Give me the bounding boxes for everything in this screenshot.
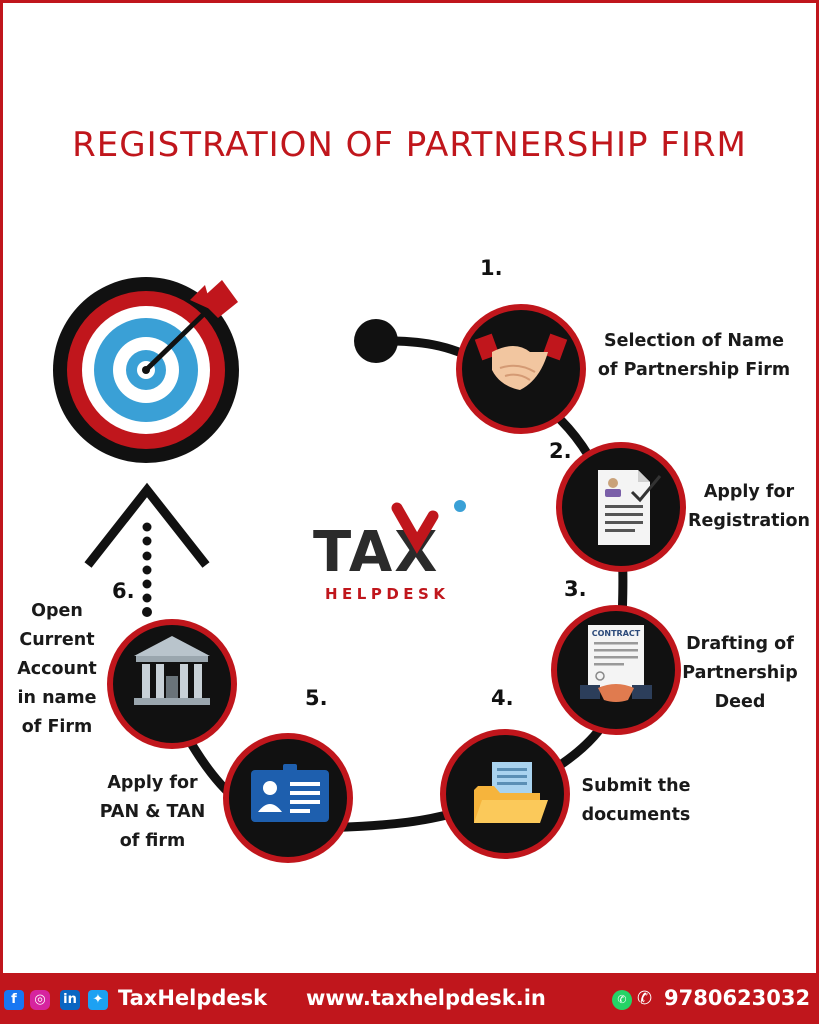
logo-accent-icon — [391, 500, 466, 554]
step-2-circle — [556, 442, 686, 572]
footer-website[interactable]: www.taxhelpdesk.in — [306, 986, 546, 1010]
step-2-number: 2. — [549, 439, 572, 463]
logo-sub-text: HELPDESK — [325, 585, 450, 603]
step-3-circle: CONTRACT — [551, 605, 681, 735]
phone-icon: ✆ — [637, 988, 653, 1009]
step-1-circle — [456, 304, 586, 434]
step-6-number: 6. — [112, 579, 135, 603]
instagram-icon[interactable]: ◎ — [30, 990, 50, 1010]
step-5-number: 5. — [305, 686, 328, 710]
page-title: REGISTRATION OF PARTNERSHIP FIRM — [72, 125, 747, 165]
upward-arrow — [84, 482, 210, 617]
step-3-number: 3. — [564, 577, 587, 601]
handshake-icon — [474, 333, 568, 390]
facebook-icon[interactable]: f — [4, 990, 24, 1010]
path-start-dot — [354, 319, 398, 363]
folder-icon — [474, 762, 548, 823]
taxhelpdesk-logo: TAX HELPDESK — [313, 500, 473, 610]
application-form-icon — [598, 470, 662, 545]
twitter-icon[interactable]: ✦ — [88, 990, 108, 1010]
step-4-circle — [440, 729, 570, 859]
contract-icon: CONTRACT — [580, 625, 652, 702]
step-6-circle — [107, 619, 237, 749]
step-1-number: 1. — [480, 256, 503, 280]
id-card-icon — [251, 764, 329, 822]
svg-text:CONTRACT: CONTRACT — [592, 629, 641, 638]
whatsapp-icon[interactable]: ✆ — [612, 990, 632, 1010]
footer-bar: f ◎ in ✦ TaxHelpdesk www.taxhelpdesk.in … — [0, 973, 819, 1024]
bank-icon — [134, 636, 210, 705]
step-4-number: 4. — [491, 686, 514, 710]
step-5-circle — [223, 733, 353, 863]
linkedin-icon[interactable]: in — [60, 990, 80, 1010]
footer-phone[interactable]: 9780623032 — [664, 986, 811, 1010]
target-icon — [53, 277, 239, 463]
footer-brand: TaxHelpdesk — [118, 986, 268, 1010]
